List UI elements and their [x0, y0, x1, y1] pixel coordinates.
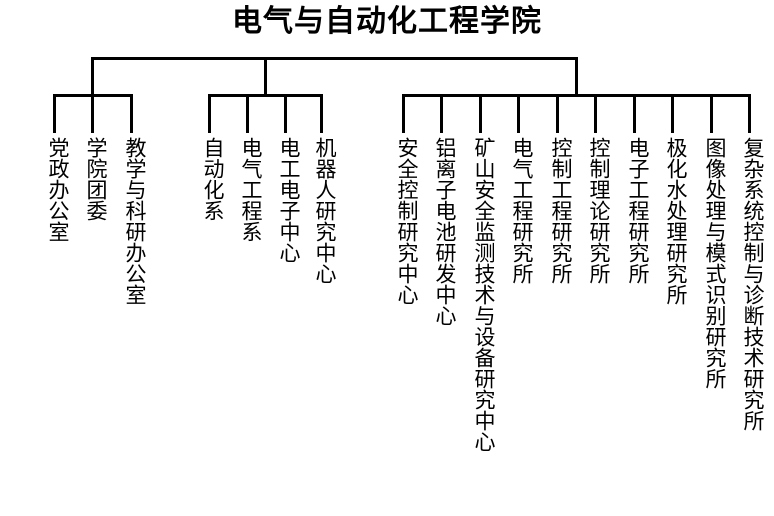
stem-admin-3 — [130, 94, 133, 133]
node-department-3[interactable]: 电工电子中心 — [270, 137, 301, 263]
node-label: 矿山安全监测技术与设备研究中心 — [472, 137, 496, 452]
node-institute-8[interactable]: 极化水处理研究所 — [657, 137, 688, 305]
stem-admin-2 — [91, 94, 94, 133]
page-title: 电气与自动化工程学院 — [232, 4, 542, 39]
node-label: 机器人研究中心 — [313, 137, 337, 284]
node-label: 控制工程研究所 — [549, 137, 573, 284]
node-label: 电工电子中心 — [277, 137, 301, 263]
node-label: 自动化系 — [201, 137, 225, 221]
group-bar-departments — [208, 94, 323, 97]
node-institute-9[interactable]: 图像处理与模式识别研究所 — [696, 137, 727, 389]
trunk-to-group-departments — [264, 57, 267, 95]
stem-dept-1 — [208, 94, 211, 133]
stem-institute-5 — [556, 94, 559, 133]
stem-institute-7 — [633, 94, 636, 133]
group-bar-institutes — [402, 94, 751, 97]
node-label: 教学与科研办公室 — [123, 137, 147, 305]
node-institute-2[interactable]: 铝离子电池研发中心 — [426, 137, 457, 326]
node-institute-4[interactable]: 电气工程研究所 — [503, 137, 534, 284]
node-label: 学院团委 — [84, 137, 108, 221]
node-department-2[interactable]: 电气工程系 — [232, 137, 263, 242]
node-administrative-2[interactable]: 学院团委 — [77, 137, 108, 221]
stem-institute-1 — [402, 94, 405, 133]
node-institute-5[interactable]: 控制工程研究所 — [542, 137, 573, 284]
stem-dept-4 — [320, 94, 323, 133]
stem-institute-9 — [710, 94, 713, 133]
node-label: 电气工程研究所 — [510, 137, 534, 284]
stem-institute-2 — [440, 94, 443, 133]
trunk-to-group-administrative — [91, 57, 94, 95]
node-administrative-1[interactable]: 党政办公室 — [39, 137, 70, 242]
node-label: 控制理论研究所 — [587, 137, 611, 284]
root-horizontal-connector — [91, 57, 578, 60]
stem-institute-3 — [479, 94, 482, 133]
node-administrative-3[interactable]: 教学与科研办公室 — [116, 137, 147, 305]
node-label: 铝离子电池研发中心 — [433, 137, 457, 326]
node-institute-1[interactable]: 安全控制研究中心 — [388, 137, 419, 305]
node-label: 图像处理与模式识别研究所 — [703, 137, 727, 389]
node-label: 党政办公室 — [46, 137, 70, 242]
node-institute-7[interactable]: 电子工程研究所 — [619, 137, 650, 284]
node-label: 复杂系统控制与诊断技术研究所 — [741, 137, 765, 431]
stem-institute-10 — [748, 94, 751, 133]
stem-institute-6 — [594, 94, 597, 133]
node-institute-6[interactable]: 控制理论研究所 — [580, 137, 611, 284]
stem-admin-1 — [53, 94, 56, 133]
node-department-4[interactable]: 机器人研究中心 — [306, 137, 337, 284]
stem-institute-8 — [671, 94, 674, 133]
node-label: 安全控制研究中心 — [395, 137, 419, 305]
node-label: 极化水处理研究所 — [664, 137, 688, 305]
stem-institute-4 — [517, 94, 520, 133]
node-institute-10[interactable]: 复杂系统控制与诊断技术研究所 — [734, 137, 765, 431]
node-institute-3[interactable]: 矿山安全监测技术与设备研究中心 — [465, 137, 496, 452]
node-label: 电气工程系 — [239, 137, 263, 242]
node-department-1[interactable]: 自动化系 — [194, 137, 225, 221]
stem-dept-2 — [246, 94, 249, 133]
stem-dept-3 — [284, 94, 287, 133]
node-label: 电子工程研究所 — [626, 137, 650, 284]
trunk-to-group-institutes — [575, 57, 578, 95]
